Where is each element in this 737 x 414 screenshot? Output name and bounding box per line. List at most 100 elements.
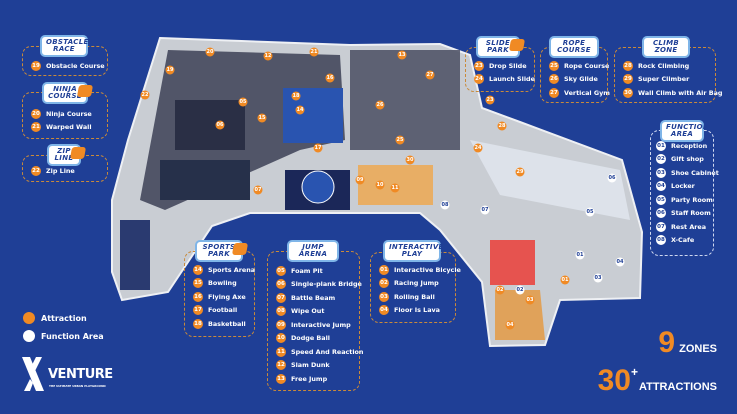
text-label: Zip Line — [46, 166, 75, 175]
list-item: 22 Zip Line — [31, 164, 101, 178]
attraction-marker — [375, 100, 385, 110]
attraction-marker — [397, 50, 407, 60]
item-number: 19 — [31, 60, 41, 71]
attraction-marker-label: 24 — [475, 145, 482, 151]
text-label: Interactive Jump — [291, 320, 351, 329]
item-number: 13 — [276, 373, 286, 384]
item-number: 20 — [31, 108, 41, 119]
attraction-marker-label: 11 — [392, 185, 399, 191]
text-label: 9 — [658, 326, 676, 359]
item-number: 11 — [276, 346, 286, 357]
text-label: PARK — [487, 46, 509, 54]
function-marker-label: 07 — [482, 207, 489, 213]
xventure-logo: VENTURE THE ULTIMATE URBAN PLAYGROUND — [20, 355, 130, 395]
function-marker — [607, 173, 617, 183]
text-label: FUNCTION — [666, 123, 710, 131]
item-number: 01 — [379, 264, 389, 275]
attraction-marker — [140, 90, 150, 100]
attraction-marker — [263, 51, 273, 61]
text-label: Free Jump — [291, 374, 328, 383]
attraction-marker — [525, 295, 535, 305]
attraction-marker-label: 17 — [315, 145, 322, 151]
function-marker-label: 04 — [617, 259, 624, 265]
text-label: Flying Axe — [208, 292, 246, 301]
text-label: PLAY — [401, 250, 423, 258]
slide-accent-icon — [508, 39, 526, 51]
text-label: Party Room — [671, 195, 713, 204]
item-number: 04 — [656, 181, 666, 192]
text-label: Super Climber — [638, 75, 690, 84]
attraction-marker — [165, 65, 175, 75]
text-label: Gift shop — [671, 155, 704, 164]
item-number: 17 — [193, 305, 203, 316]
text-label: Vertical Gym — [564, 88, 610, 97]
item-number: 03 — [379, 291, 389, 302]
attraction-marker — [405, 155, 415, 165]
item-number: 02 — [656, 154, 666, 165]
text-label: LINE — [54, 154, 74, 162]
text-label: Ninja Course — [46, 109, 92, 118]
text-label: ZIP — [57, 147, 71, 155]
attraction-marker-label: 06 — [217, 122, 224, 128]
item-number: 22 — [31, 165, 41, 176]
attraction-marker-label: 01 — [562, 277, 569, 283]
attraction-marker — [375, 180, 385, 190]
attraction-marker — [295, 105, 305, 115]
text-label: AREA — [670, 130, 694, 138]
text-label: COURSE — [557, 46, 591, 54]
list-item: 04 Locker — [656, 180, 707, 194]
item-number: 15 — [193, 278, 203, 289]
attraction-marker-label: 12 — [265, 53, 272, 59]
text-label: Rope Course — [564, 61, 610, 70]
attraction-marker-label: 14 — [297, 107, 304, 113]
legend-attraction: Attraction — [23, 312, 87, 324]
trampoline-area — [175, 100, 245, 150]
attraction-marker — [505, 320, 515, 330]
attraction-marker — [355, 175, 365, 185]
item-number: 06 — [276, 279, 286, 290]
attraction-marker-label: 03 — [527, 297, 534, 303]
attraction-marker-label: 23 — [487, 97, 494, 103]
item-number: 26 — [549, 74, 559, 85]
item-number: 08 — [276, 306, 286, 317]
attraction-marker — [515, 167, 525, 177]
text-label: Sky Glide — [564, 75, 598, 84]
attraction-marker-label: 07 — [255, 187, 262, 193]
list-item: 02 Gift shop — [656, 153, 707, 167]
attraction-marker — [253, 185, 263, 195]
text-label: Obstacle Course — [46, 61, 105, 70]
text-label: Floor Is Lava — [394, 306, 440, 315]
interactive-play-area — [490, 240, 535, 285]
attraction-marker-label: 05 — [240, 99, 247, 105]
attraction-marker — [309, 47, 319, 57]
item-number: 30 — [623, 87, 633, 98]
item-number: 07 — [656, 221, 666, 232]
text-label: RACE — [53, 45, 75, 53]
text-label: Locker — [671, 182, 695, 191]
item-number: 24 — [474, 74, 484, 85]
x-logo-icon — [22, 357, 44, 391]
list-item: 19 Obstacle Course — [31, 59, 105, 73]
attraction-marker — [473, 143, 483, 153]
